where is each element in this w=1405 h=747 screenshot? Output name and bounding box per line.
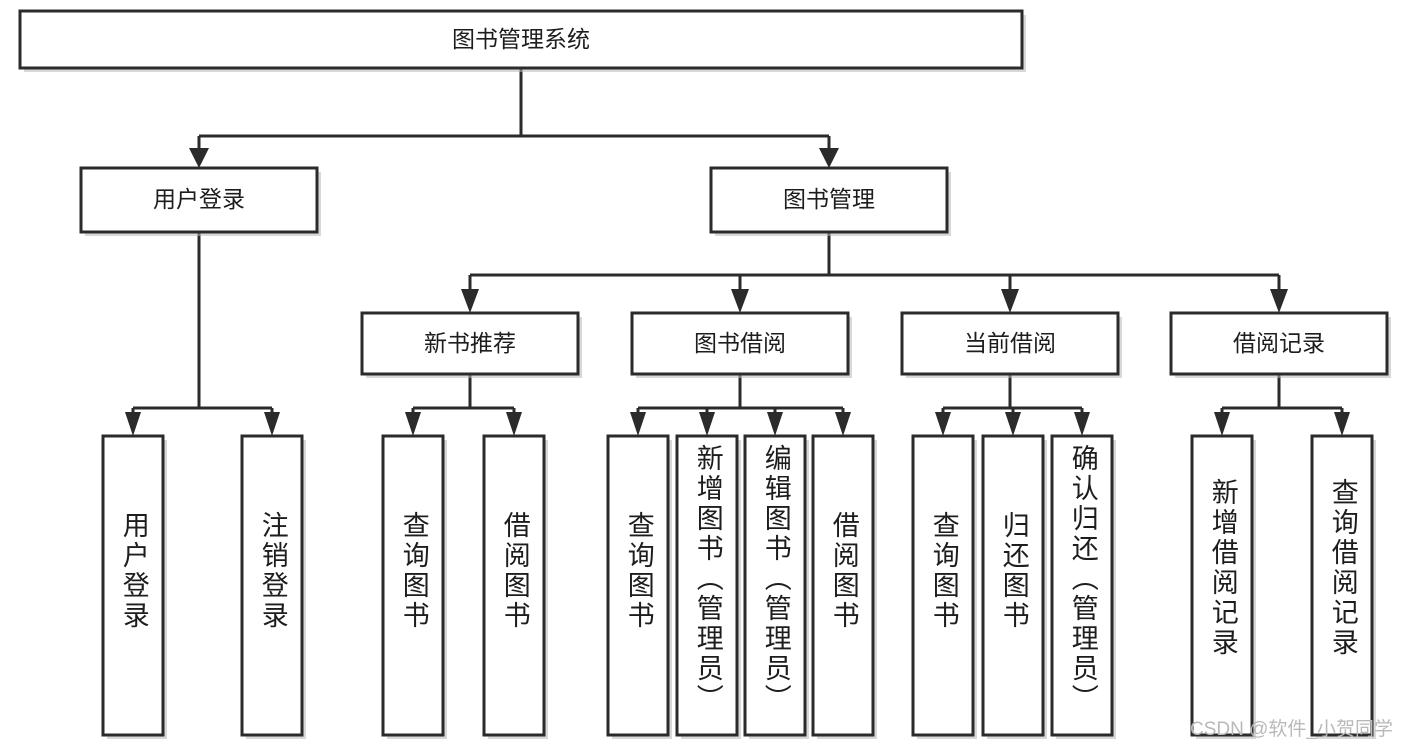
arrowhead-book-mgmt: [819, 148, 839, 168]
arrowhead-leaf-user-login: [125, 412, 141, 436]
arrowhead-leaf-add-record: [1214, 412, 1230, 436]
leaf-add-book[interactable]: [675, 434, 739, 737]
arrowhead-leaf-confirm-return: [1074, 412, 1090, 436]
arrowhead-borrow-record: [1270, 289, 1288, 313]
leaf-confirm-return[interactable]: [1050, 434, 1114, 737]
arrowhead-leaf-query-record: [1334, 412, 1350, 436]
node-book-borrow-label: 图书借阅: [694, 330, 786, 356]
arrowhead-new-books: [461, 289, 479, 313]
leaf-borrow-book-b[interactable]: [811, 434, 875, 737]
leaf-query-book-a[interactable]: [381, 434, 445, 737]
leaf-query-book-b[interactable]: [606, 434, 670, 737]
arrowhead-leaf-borrow-book-b: [835, 412, 851, 436]
arrowhead-user-login: [189, 148, 209, 168]
node-root-label: 图书管理系统: [452, 26, 590, 52]
leaf-return-book[interactable]: [981, 434, 1045, 737]
leaf-query-record[interactable]: [1310, 434, 1374, 737]
connector-layer: [125, 68, 1350, 436]
node-new-books[interactable]: [360, 311, 580, 376]
leaf-edit-book[interactable]: [743, 434, 807, 737]
node-user-login-label: 用户登录: [153, 186, 245, 212]
leaf-add-record[interactable]: [1190, 434, 1254, 737]
arrowhead-leaf-logout: [264, 412, 280, 436]
node-book-mgmt-label: 图书管理: [783, 186, 875, 212]
node-current-borrow-label: 当前借阅: [964, 330, 1056, 356]
arrowhead-leaf-return-book: [1005, 412, 1021, 436]
arrowhead-leaf-query-book-b: [630, 412, 646, 436]
arrowhead-book-borrow: [731, 289, 749, 313]
arrowhead-leaf-query-book-c: [935, 412, 951, 436]
leaf-borrow-book-a[interactable]: [482, 434, 546, 737]
leaf-logout[interactable]: [240, 434, 304, 737]
leaf-user-login[interactable]: [101, 434, 165, 737]
node-root[interactable]: [18, 9, 1024, 70]
node-user-login[interactable]: [79, 166, 319, 234]
node-book-borrow[interactable]: [630, 311, 850, 376]
node-new-books-label: 新书推荐: [424, 330, 516, 356]
leaf-query-book-c[interactable]: [911, 434, 975, 737]
arrowhead-leaf-edit-book: [767, 412, 783, 436]
node-borrow-record-label: 借阅记录: [1233, 330, 1325, 356]
node-book-mgmt[interactable]: [709, 166, 949, 234]
arrowhead-leaf-add-book: [699, 412, 715, 436]
arrowhead-leaf-query-book-a: [405, 412, 421, 436]
arrowhead-current-borrow: [1001, 289, 1019, 313]
node-current-borrow[interactable]: [900, 311, 1120, 376]
node-layer: 图书管理系统 用户登录 图书管理 新书推荐 图书借阅 当前借阅 借阅记录: [18, 9, 1391, 739]
arrowhead-leaf-borrow-book-a: [506, 412, 522, 436]
node-borrow-record[interactable]: [1169, 311, 1389, 376]
